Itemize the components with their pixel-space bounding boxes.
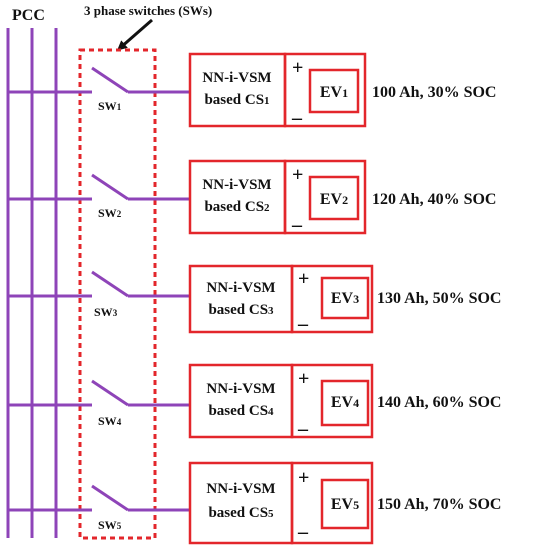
- positive-terminal: +: [298, 268, 309, 290]
- dc-link-box: [283, 159, 367, 235]
- battery-spec: 140 Ah, 60% SOC: [377, 394, 501, 411]
- charging-station-box: [188, 363, 294, 439]
- charging-station-title: NN-i-VSM: [206, 481, 275, 497]
- negative-terminal: –: [291, 214, 303, 236]
- negative-terminal: –: [297, 313, 309, 335]
- pcc-label: PCC: [12, 7, 45, 24]
- battery-spec: 130 Ah, 50% SOC: [377, 290, 501, 307]
- negative-terminal: –: [297, 521, 309, 543]
- switch-blade: [91, 173, 129, 201]
- charging-station-box: [188, 461, 294, 545]
- switch-blade: [91, 270, 129, 298]
- pcc-bus: [6, 28, 58, 538]
- switch-label: SW1: [98, 99, 122, 113]
- switch-group-arrow: [116, 18, 153, 51]
- charging-station-box: [188, 264, 294, 334]
- negative-terminal: –: [297, 418, 309, 440]
- ev-box: [308, 175, 360, 221]
- charging-station-title: NN-i-VSM: [202, 70, 271, 86]
- positive-terminal: +: [298, 368, 309, 390]
- switch-label: SW3: [94, 305, 118, 319]
- charging-station-subtitle: based CS1: [204, 92, 269, 108]
- charging-station-subtitle: based CS3: [208, 302, 274, 318]
- switch-label: SW2: [98, 206, 122, 220]
- ev-box: [320, 276, 370, 320]
- branch-3: SW3 NN-i-VSM based CS3 + – EV3 130 Ah, 5…: [8, 264, 501, 335]
- ev-label: EV3: [331, 290, 359, 307]
- switch-blade: [91, 379, 129, 407]
- battery-spec: 150 Ah, 70% SOC: [377, 496, 501, 513]
- ev-box: [308, 68, 360, 114]
- switch-blade: [91, 484, 129, 512]
- branch-4: SW4 NN-i-VSM based CS4 + – EV4 140 Ah, 6…: [8, 363, 501, 440]
- charging-station-subtitle: based CS5: [208, 505, 274, 521]
- battery-spec: 100 Ah, 30% SOC: [372, 84, 496, 101]
- positive-terminal: +: [298, 467, 309, 489]
- positive-terminal: +: [292, 164, 303, 186]
- charging-station-subtitle: based CS2: [204, 199, 270, 215]
- switch-label: SW4: [98, 414, 122, 428]
- ev-box: [320, 379, 370, 427]
- charging-station-title: NN-i-VSM: [206, 280, 275, 296]
- charging-station-subtitle: based CS4: [208, 403, 274, 419]
- charging-station-title: NN-i-VSM: [206, 381, 275, 397]
- ev-label: EV2: [320, 191, 348, 208]
- switch-group-note: 3 phase switches (SWs): [84, 3, 212, 18]
- ev-label: EV4: [331, 394, 359, 411]
- switch-group-box: [78, 48, 157, 540]
- charging-station-title: NN-i-VSM: [202, 177, 271, 193]
- ev-box: [320, 478, 370, 530]
- switch-label: SW5: [98, 518, 122, 532]
- battery-spec: 120 Ah, 40% SOC: [372, 191, 496, 208]
- charging-station-box: [188, 159, 287, 235]
- switch-blade: [91, 66, 129, 94]
- dc-link-box: [290, 461, 374, 545]
- dc-link-box: [283, 52, 367, 128]
- charging-station-box: [188, 52, 287, 128]
- branch-2: SW2 NN-i-VSM based CS2 + – EV2 120 Ah, 4…: [8, 159, 496, 236]
- negative-terminal: –: [291, 107, 303, 129]
- branch-5: SW5 NN-i-VSM based CS5 + – EV5 150 Ah, 7…: [8, 461, 501, 545]
- branches: SW1 NN-i-VSM based CS1 + – EV1 100 Ah, 3…: [8, 52, 501, 545]
- positive-terminal: +: [292, 57, 303, 79]
- branch-1: SW1 NN-i-VSM based CS1 + – EV1 100 Ah, 3…: [8, 52, 496, 129]
- dc-link-box: [290, 264, 374, 334]
- ev-label: EV1: [320, 84, 348, 101]
- dc-link-box: [290, 363, 374, 439]
- ev-label: EV5: [331, 496, 359, 513]
